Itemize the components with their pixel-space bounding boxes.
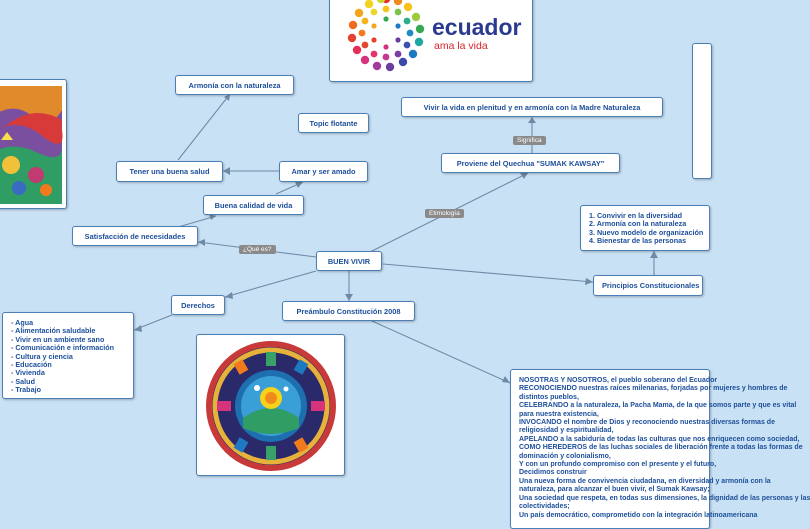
preambulo-line: dominación y colonialismo, <box>519 452 611 460</box>
derechos-item: - Vivir en un ambiente sano <box>11 334 105 344</box>
preambulo-line: RECONOCIENDO nuestras raíces milenarias,… <box>519 385 788 393</box>
preambulo-line: colectividades; <box>519 503 570 511</box>
derechos-item: - Cultura y ciencia <box>11 351 73 361</box>
principios-item: 4. Bienestar de las personas <box>589 236 687 246</box>
derechos-list[interactable]: - Agua - Alimentación saludable - Vivir … <box>2 312 134 399</box>
preambulo-line: Y con un profundo compromiso con el pres… <box>519 461 717 469</box>
preambulo-line: APELANDO a la sabiduría de todas las cul… <box>519 435 800 443</box>
edge-label-significa: Significa <box>513 136 546 145</box>
derechos-item: - Vivienda <box>11 368 45 378</box>
edge-label-etimologia: Etimología <box>425 209 464 218</box>
derechos-item: - Educación <box>11 360 52 370</box>
preambulo-line: NOSOTRAS Y NOSOTROS, el pueblo soberano … <box>519 377 718 384</box>
preambulo-line: Decidimos construir <box>519 469 587 477</box>
node-vivir-plenitud[interactable]: Vivir la vida en plenitud y en armonía c… <box>401 97 663 117</box>
preambulo-line: religiosidad y espiritualidad, <box>519 427 614 435</box>
edge-label-que-es: ¿Qué es? <box>239 245 276 254</box>
derechos-item: - Salud <box>11 376 35 386</box>
principios-list[interactable]: 1. Convivir en la diversidad 2. Armonía … <box>580 205 710 251</box>
logo-brand-text: ecuador <box>432 14 522 40</box>
preambulo-line: Una sociedad que respeta, en todas sus d… <box>519 494 810 502</box>
logo-tagline-text: ama la vida <box>434 40 488 52</box>
node-buen-vivir-central[interactable]: BUEN VIVIR <box>316 251 382 271</box>
node-preambulo[interactable]: Preámbulo Constitución 2008 <box>282 301 415 321</box>
mandala-petals <box>217 352 325 460</box>
mandala-image[interactable] <box>196 334 345 476</box>
preambulo-line: naturaleza, para alcanzar el buen vivir,… <box>519 486 710 494</box>
link-salud-armonia <box>177 93 231 161</box>
derechos-item: - Agua <box>11 318 34 327</box>
node-buena-calidad[interactable]: Buena calidad de vida <box>203 195 304 215</box>
logo-ray-ring <box>347 0 425 72</box>
link-preambulo-text <box>371 320 511 384</box>
node-satisfaccion[interactable]: Satisfacción de necesidades <box>72 226 198 246</box>
sun-spiral-logo: ecuador ama la vida <box>347 0 522 72</box>
andean-mandala <box>206 341 336 471</box>
painting-image[interactable] <box>0 79 67 209</box>
preambulo-line: COMO HEREDEROS de las luchas sociales de… <box>519 444 803 452</box>
offscreen-image-node[interactable] <box>692 43 712 179</box>
andean-painting <box>0 86 63 204</box>
logo-ray-ring-core <box>371 16 401 50</box>
preambulo-line: para nuestra existencia, <box>519 410 599 418</box>
node-amar-amado[interactable]: Amar y ser amado <box>279 161 368 182</box>
node-armonia-naturaleza[interactable]: Armonía con la naturaleza <box>175 75 294 95</box>
derechos-item: - Comunicación e información <box>11 343 115 353</box>
preambulo-text-box[interactable]: NOSOTRAS Y NOSOTROS, el pueblo soberano … <box>510 369 810 529</box>
derechos-item: - Alimentación saludable <box>11 326 96 336</box>
connector-lines <box>133 93 658 384</box>
derechos-item: - Trabajo <box>11 385 41 395</box>
preambulo-line: Una nueva forma de convivencia ciudadana… <box>519 477 771 485</box>
ecuador-logo-image[interactable]: ecuador ama la vida <box>329 0 533 82</box>
principios-item: 2. Armonía con la naturaleza <box>589 219 687 229</box>
principios-item: 1. Convivir en la diversidad <box>589 211 683 220</box>
link-central-derechos <box>224 270 317 298</box>
preambulo-line: Un país democrático, comprometido con la… <box>519 511 758 519</box>
principios-item: 3. Nuevo modelo de organización <box>589 227 704 237</box>
link-central-principios <box>382 263 594 283</box>
preambulo-line: INVOCANDO el nombre de Dios y reconocien… <box>519 419 775 427</box>
node-topic-flotante[interactable]: Topic flotante <box>298 113 369 133</box>
preambulo-line: CELEBRANDO a la naturaleza, la Pacha Mam… <box>519 402 797 410</box>
node-buena-salud[interactable]: Tener una buena salud <box>116 161 223 182</box>
node-principios[interactable]: Principios Constitucionales <box>593 275 703 296</box>
link-satisfaccion-calidad <box>177 215 217 228</box>
logo-ray-ring-inner <box>358 5 414 61</box>
node-derechos[interactable]: Derechos <box>171 295 225 315</box>
preambulo-line: distintos pueblos, <box>519 393 579 401</box>
node-quechua[interactable]: Proviene del Quechua "SUMAK KAWSAY" <box>441 153 620 173</box>
